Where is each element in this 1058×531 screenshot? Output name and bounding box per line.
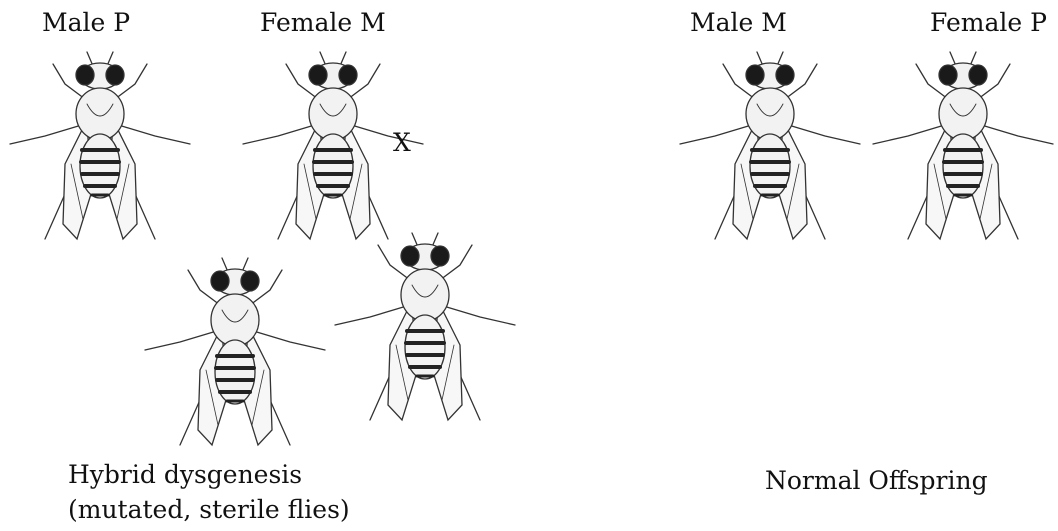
hybrid-dysgenesis-label: Hybrid dysgenesis (68, 460, 302, 490)
female-p-label: Female P (930, 8, 1047, 38)
cross-symbol: X (393, 128, 411, 158)
fruit-fly-icon (868, 44, 1058, 244)
male-m-label: Male M (690, 8, 787, 38)
fruit-fly-icon (330, 225, 520, 425)
female-m-label: Female M (260, 8, 386, 38)
fruit-fly-icon (5, 44, 195, 244)
fruit-fly-icon (140, 250, 330, 450)
male-p-label: Male P (42, 8, 130, 38)
fruit-fly-icon (675, 44, 865, 244)
normal-offspring-label: Normal Offspring (765, 466, 988, 496)
hybrid-dysgenesis-note: (mutated, sterile flies) (68, 495, 350, 525)
